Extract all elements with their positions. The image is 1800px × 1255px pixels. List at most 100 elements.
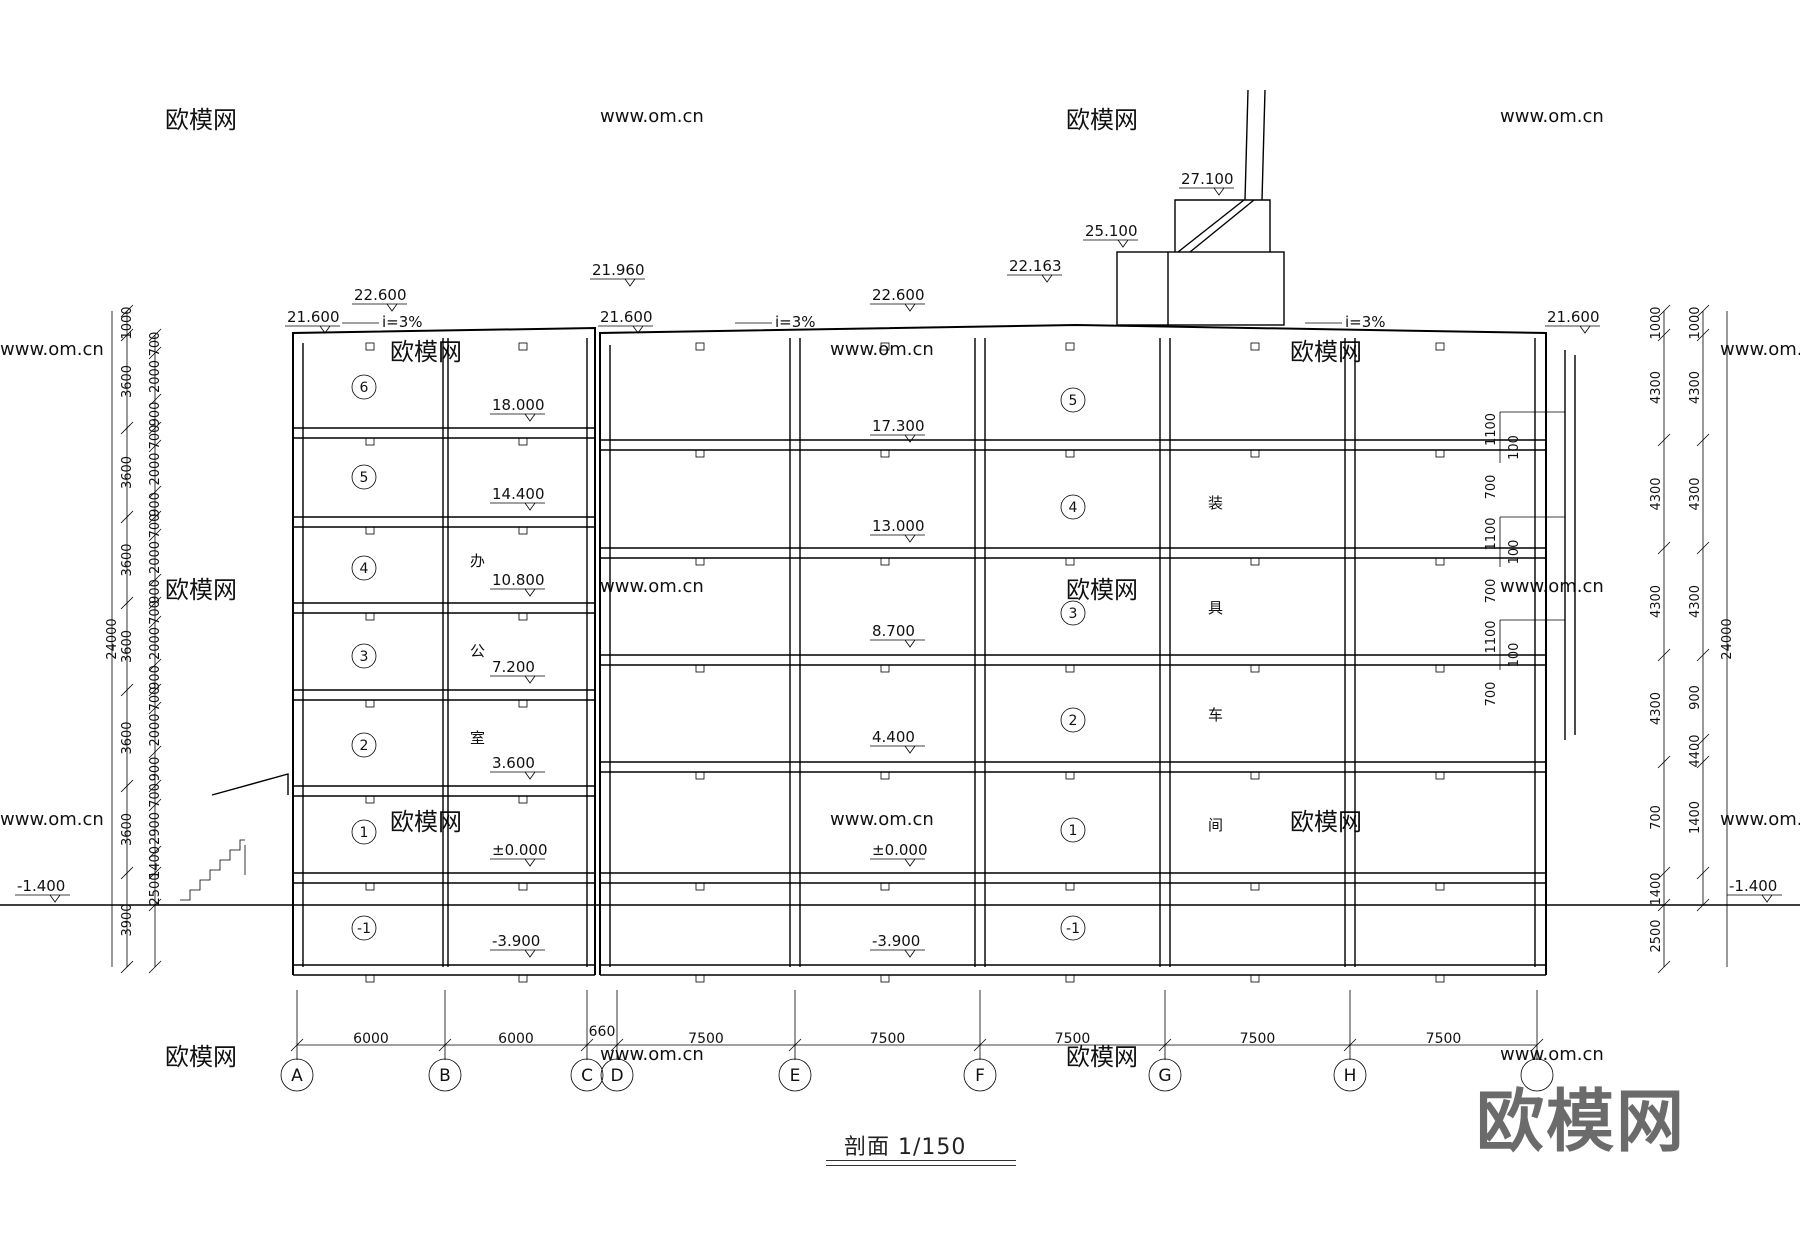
dimension-label: 1000 bbox=[1688, 306, 1703, 339]
floor-number-circle bbox=[1060, 915, 1086, 941]
beam-mark bbox=[1065, 882, 1075, 891]
room-name-char: 装 bbox=[1208, 494, 1223, 512]
watermark-cn: 欧模网 bbox=[390, 338, 462, 366]
axis-dimension-label: 7500 bbox=[1240, 1031, 1276, 1047]
axis-tick bbox=[580, 1038, 594, 1052]
dimension-label: 4400 bbox=[1688, 734, 1703, 767]
dimension-tick bbox=[1696, 328, 1710, 342]
watermark-layer: 欧模网 欧模网 欧模网 欧模网 欧模网 欧模网 欧模网 欧模网 欧模网 欧模网 … bbox=[0, 106, 1800, 1071]
axis-dimension-label: 660 bbox=[589, 1024, 616, 1040]
beam-mark bbox=[1250, 557, 1260, 566]
dimension-label: 2000 bbox=[148, 541, 163, 574]
watermark-url: www.om.cn bbox=[1500, 576, 1604, 597]
elevation-layer: 18.00014.40010.8007.2003.600±0.000-3.900… bbox=[15, 170, 1782, 958]
drawing-title: 剖面 1/150 bbox=[844, 1129, 966, 1161]
elevation-marker bbox=[524, 413, 536, 422]
dimension-label: 3600 bbox=[120, 721, 135, 754]
dimension-label: 4300 bbox=[1649, 585, 1664, 618]
title-underline bbox=[826, 1160, 1016, 1161]
beam-mark bbox=[518, 795, 528, 804]
beam-mark bbox=[1065, 771, 1075, 780]
axis-bubble bbox=[428, 1058, 462, 1092]
elevation-label: 22.600 bbox=[872, 286, 925, 304]
watermark-url: www.om.cn bbox=[1500, 1044, 1604, 1065]
beam-mark bbox=[880, 557, 890, 566]
mast-brace bbox=[1177, 199, 1245, 253]
dimension-label: 2000 bbox=[148, 360, 163, 393]
dimension-tick bbox=[148, 421, 162, 435]
room-name-char: 室 bbox=[470, 729, 485, 747]
elevation-label: 22.163 bbox=[1009, 257, 1062, 275]
axis-dimension-label: 7500 bbox=[688, 1031, 724, 1047]
room-name-char: 公 bbox=[470, 642, 485, 660]
axis-bubble bbox=[570, 1058, 604, 1092]
dimension-tick bbox=[148, 845, 162, 859]
beam-mark bbox=[1435, 557, 1445, 566]
watermark-cn: 欧模网 bbox=[1290, 808, 1362, 836]
slope-label: i=3% bbox=[1345, 313, 1386, 331]
axis-tick bbox=[1343, 1038, 1357, 1052]
beam-mark bbox=[518, 437, 528, 446]
dimension-tick bbox=[148, 960, 162, 974]
axis-tick bbox=[290, 1038, 304, 1052]
canopy bbox=[211, 773, 289, 796]
dimension-label: 3600 bbox=[120, 365, 135, 398]
beam-mark bbox=[880, 342, 890, 351]
axis-tick bbox=[973, 1038, 987, 1052]
beam-mark bbox=[880, 974, 890, 983]
beam-mark bbox=[365, 882, 375, 891]
watermark-url: www.om.cn bbox=[830, 809, 934, 830]
watermark-cn: 欧模网 bbox=[165, 1043, 237, 1071]
axis-tick bbox=[1530, 1038, 1544, 1052]
dimension-tick bbox=[1696, 304, 1710, 318]
dimension-label: 4300 bbox=[1649, 371, 1664, 404]
dimension-label: 4300 bbox=[1688, 371, 1703, 404]
elevation-marker bbox=[49, 894, 61, 903]
dimension-tick bbox=[148, 328, 162, 342]
dimension-tick bbox=[120, 328, 134, 342]
elevation-label: 25.100 bbox=[1085, 222, 1138, 240]
dimension-label: 900 bbox=[148, 757, 163, 782]
mast-base bbox=[1174, 199, 1271, 252]
dimension-tick bbox=[1696, 433, 1710, 447]
axis-tick bbox=[788, 1038, 802, 1052]
axis-dimension-label: 6000 bbox=[498, 1031, 534, 1047]
dimension-tick bbox=[120, 304, 134, 318]
elevation-label: ±0.000 bbox=[492, 841, 548, 859]
axis-bubble bbox=[778, 1058, 812, 1092]
dimension-tick bbox=[120, 596, 134, 610]
watermark-cn: 欧模网 bbox=[1066, 1043, 1138, 1071]
elevation-label: 21.960 bbox=[592, 261, 645, 279]
beam-mark bbox=[365, 342, 375, 351]
dimension-tick bbox=[148, 528, 162, 542]
floor-number-label: 5 bbox=[360, 470, 369, 486]
elevation-label: 27.100 bbox=[1181, 170, 1234, 188]
window-dimension-label: 1100 bbox=[1484, 413, 1499, 446]
slope-label: i=3% bbox=[382, 313, 423, 331]
axis-dimension-label: 6000 bbox=[353, 1031, 389, 1047]
beam-mark bbox=[518, 612, 528, 621]
dimension-tick bbox=[148, 393, 162, 407]
dimension-label: 900 bbox=[148, 579, 163, 604]
dimension-tick bbox=[1696, 866, 1710, 880]
watermark-url: www.om.cn bbox=[830, 339, 934, 360]
axis-bubble-label: G bbox=[1158, 1066, 1171, 1086]
watermark-url: www.om.cn bbox=[600, 576, 704, 597]
axis-bubble bbox=[1333, 1058, 1367, 1092]
window-dimension-label: 100 bbox=[1507, 540, 1522, 565]
elevation-marker bbox=[1041, 274, 1053, 283]
dimension-tick bbox=[120, 866, 134, 880]
beam-mark bbox=[880, 449, 890, 458]
dimension-tick bbox=[1696, 541, 1710, 555]
beam-mark bbox=[880, 882, 890, 891]
elevation-label: 10.800 bbox=[492, 571, 545, 589]
dimension-label: 3600 bbox=[120, 630, 135, 663]
elevation-marker bbox=[1213, 187, 1225, 196]
axis-bubble-label: E bbox=[790, 1066, 801, 1086]
floor-number-circle bbox=[1060, 600, 1086, 626]
dimension-label: 900 bbox=[148, 665, 163, 690]
axis-bubble-label: H bbox=[1344, 1066, 1357, 1086]
beam-mark bbox=[695, 664, 705, 673]
right-floor-slabs bbox=[600, 342, 1546, 983]
